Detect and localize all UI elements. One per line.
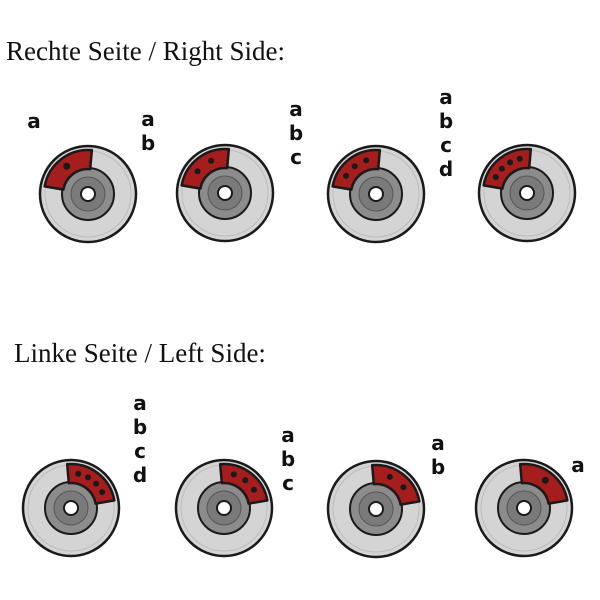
left-side-brake-1-label-c: c [134, 439, 146, 463]
brake-caliper-icon [370, 463, 421, 506]
hub-icon [368, 501, 384, 517]
brake-caliper-icon [43, 148, 94, 191]
right-side-brake-2-label-a: a [141, 107, 155, 131]
left-side-brake-1 [21, 458, 121, 558]
caliper-piston [230, 471, 237, 478]
left-side-brake-2-label-b: b [280, 447, 296, 471]
caliper-piston [250, 486, 257, 493]
brake-caliper-icon [518, 462, 569, 505]
left-side-title: Linke Seite / Left Side: [14, 338, 266, 368]
caliper-piston [194, 168, 201, 175]
hub-icon [80, 186, 96, 202]
right-side-brake-3-label-b: b [288, 121, 304, 145]
right-side-brake-4-label-c: c [440, 133, 452, 157]
caliper-piston [507, 159, 514, 166]
brake-caliper-icon [180, 147, 231, 190]
caliper-piston [498, 165, 505, 172]
left-side-brake-2-label-c: c [282, 471, 294, 495]
hub-icon [516, 500, 532, 516]
caliper-piston [541, 476, 549, 484]
caliper-piston [63, 162, 71, 170]
right-side-brake-3-label-c: c [290, 145, 302, 169]
caliper-piston [351, 163, 358, 170]
left-side-brake-4-label-a: a [571, 453, 585, 477]
right-side-brake-4-label-b: b [438, 109, 454, 133]
hub-icon [217, 185, 233, 201]
caliper-piston [343, 172, 350, 179]
hub-icon [368, 186, 384, 202]
right-side-brake-4-label-d: d [438, 157, 454, 181]
right-side-title: Rechte Seite / Right Side: [6, 36, 285, 66]
caliper-piston [75, 470, 82, 477]
left-side-brake-3-label-b: b [430, 455, 446, 479]
right-side-brake-3 [326, 144, 426, 244]
right-side-brake-4-label-a: a [439, 85, 453, 109]
right-side-brake-2-label-b: b [140, 131, 156, 155]
right-side-brake-4 [477, 143, 577, 243]
caliper-piston [208, 157, 215, 164]
hub-icon [216, 500, 232, 516]
right-side-brake-2 [175, 143, 275, 243]
left-side-brake-3 [326, 459, 426, 559]
hub-icon [519, 185, 535, 201]
caliper-piston [99, 489, 106, 496]
caliper-piston [492, 174, 499, 181]
right-side-brake-1 [38, 144, 138, 244]
left-side-brake-1-label-d: d [132, 463, 148, 487]
left-side-brake-1-label-a: a [133, 391, 147, 415]
caliper-piston [386, 473, 393, 480]
left-side-brake-3-label-a: a [431, 431, 445, 455]
left-side-brake-2 [174, 458, 274, 558]
caliper-piston [242, 477, 249, 484]
caliper-piston [84, 474, 91, 481]
left-side-brake-2-label-a: a [281, 423, 295, 447]
caliper-piston [363, 157, 370, 164]
right-side-brake-3-label-a: a [289, 97, 303, 121]
right-side-brake-1-label-a: a [27, 109, 41, 133]
caliper-piston [516, 155, 523, 162]
hub-icon [63, 500, 79, 516]
caliper-piston [93, 480, 100, 487]
caliper-piston [400, 484, 407, 491]
left-side-brake-1-label-b: b [132, 415, 148, 439]
left-side-brake-4 [474, 458, 574, 558]
